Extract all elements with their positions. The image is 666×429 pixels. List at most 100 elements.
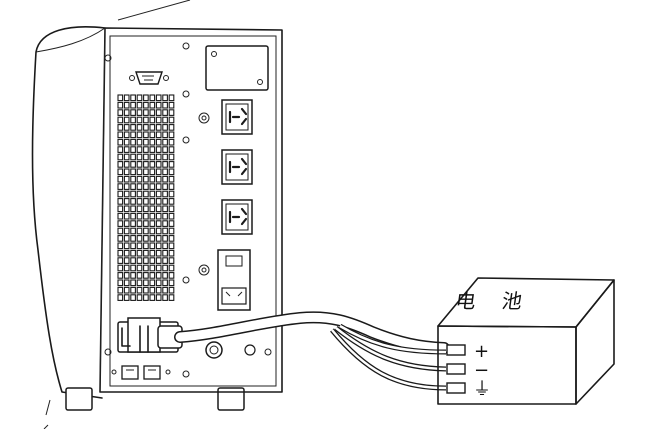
vent-hole: [117, 257, 124, 264]
vent-hole: [117, 205, 124, 213]
vent-hole: [143, 101, 149, 109]
battery-side-face: [575, 279, 615, 405]
vent-hole: [143, 183, 149, 190]
vent-hole: [149, 138, 156, 146]
vent-hole: [130, 242, 136, 250]
vent-hole: [123, 131, 130, 139]
vent-hole: [123, 294, 130, 301]
vent-hole: [168, 242, 175, 250]
vent-hole: [130, 227, 136, 235]
vent-hole: [123, 264, 130, 272]
ground-symbol: ⏚: [473, 379, 491, 400]
vent-hole: [149, 257, 156, 264]
vent-hole: [155, 220, 162, 227]
vent-hole: [130, 161, 136, 168]
vent-hole: [143, 138, 149, 146]
battery-terminal-ground: ⏚: [446, 379, 491, 400]
vent-hole: [162, 94, 168, 102]
vent-hole: [143, 205, 149, 213]
vent-hole: [136, 198, 143, 205]
vent-hole: [162, 116, 168, 124]
vent-hole: [117, 94, 124, 102]
vent-hole: [117, 153, 124, 161]
vent-hole: [117, 279, 124, 287]
vent-hole: [149, 212, 156, 220]
vent-hole: [168, 94, 175, 102]
vent-hole: [123, 257, 130, 264]
vent-hole: [117, 138, 124, 146]
battery-terminal-positive: +: [446, 341, 489, 362]
vent-hole: [130, 138, 136, 146]
vent-hole: [130, 116, 136, 124]
vent-hole: [143, 286, 149, 294]
vent-hole: [130, 190, 136, 198]
vent-hole: [149, 168, 156, 176]
vent-hole: [162, 235, 168, 242]
vent-hole: [143, 131, 149, 139]
vent-hole: [130, 175, 136, 183]
vent-hole: [143, 249, 149, 257]
vent-hole: [136, 249, 143, 257]
vent-hole: [155, 205, 162, 213]
vent-hole: [168, 138, 175, 146]
ups-side-panel: [31, 26, 106, 399]
vent-hole: [168, 109, 175, 116]
vent-hole: [149, 131, 156, 139]
vent-hole: [123, 198, 130, 205]
vent-hole: [123, 94, 130, 102]
vent-hole: [136, 146, 143, 153]
vent-hole: [168, 249, 175, 257]
vent-hole: [136, 138, 143, 146]
vent-hole: [149, 183, 156, 190]
vent-hole: [168, 205, 175, 213]
vent-hole: [130, 249, 136, 257]
vent-hole: [130, 101, 136, 109]
vent-hole: [149, 94, 156, 102]
vent-hole: [136, 227, 143, 235]
vent-hole: [123, 183, 130, 190]
vent-hole: [155, 235, 162, 242]
vent-hole: [130, 168, 136, 176]
vent-hole: [117, 131, 124, 139]
ups-foot-left: [65, 387, 93, 411]
vent-hole: [162, 146, 168, 153]
negative-symbol: −: [474, 360, 489, 381]
vent-hole: [155, 190, 162, 198]
vent-hole: [143, 116, 149, 124]
vent-hole: [123, 286, 130, 294]
vent-hole: [149, 109, 156, 116]
vent-hole: [155, 146, 162, 153]
vent-hole: [149, 272, 156, 279]
vent-hole: [162, 264, 168, 272]
vent-hole: [117, 249, 124, 257]
vent-hole: [155, 131, 162, 139]
vent-hole: [162, 109, 168, 116]
vent-hole: [117, 286, 124, 294]
vent-hole: [149, 198, 156, 205]
vent-hole: [162, 124, 168, 131]
vent-hole: [162, 168, 168, 176]
vent-hole: [130, 94, 136, 102]
vent-hole: [136, 264, 143, 272]
vent-hole: [130, 146, 136, 153]
vent-hole: [117, 227, 124, 235]
vent-hole: [143, 94, 149, 102]
vent-hole: [143, 272, 149, 279]
vent-hole: [162, 131, 168, 139]
ups-cabinet: [31, 0, 283, 429]
vent-hole: [123, 272, 130, 279]
vent-hole: [143, 235, 149, 242]
serial-port: [129, 71, 169, 85]
vent-hole: [130, 257, 136, 264]
vent-hole: [155, 198, 162, 205]
vent-hole: [136, 124, 143, 131]
vent-hole: [149, 124, 156, 131]
vent-hole: [168, 101, 175, 109]
vent-hole: [168, 161, 175, 168]
vent-hole: [136, 109, 143, 116]
vent-hole: [155, 138, 162, 146]
vent-hole: [155, 161, 162, 168]
vent-hole: [143, 109, 149, 116]
vent-hole: [162, 161, 168, 168]
